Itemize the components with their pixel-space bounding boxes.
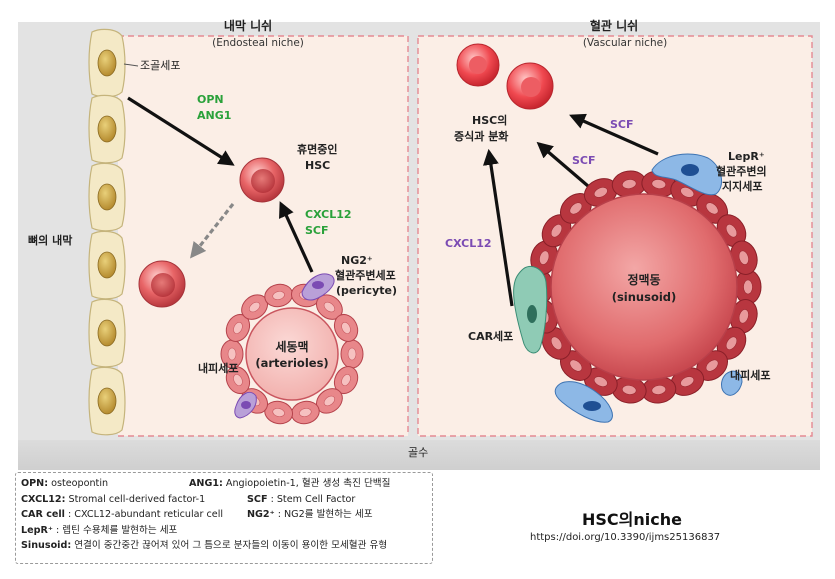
opn-label: OPN <box>197 93 224 106</box>
car-cell <box>513 266 548 354</box>
car-cell-label: CAR세포 <box>468 329 513 343</box>
legend-row-2: CXCL12: Stromal cell-derived factor-1 SCF… <box>21 492 427 508</box>
hsc-release-arrow <box>190 203 235 259</box>
scf-mid-label: SCF <box>572 154 596 167</box>
released-hsc-cell <box>138 260 186 308</box>
quiescent-hsc-label-2: HSC <box>305 159 330 172</box>
quiescent-hsc-cell <box>239 157 285 203</box>
lepr-label-3: 지지세포 <box>722 179 762 193</box>
legend-row-4: LepR⁺ : 렙틴 수용체를 발현하는 세포 <box>21 523 427 539</box>
cxcl12-left-label: CXCL12 <box>305 208 352 221</box>
legend-def-sinusoid: 연결이 중간중간 끊어져 있어 그 틈으로 분자들의 이동이 용이한 모세혈관 … <box>71 540 388 551</box>
endosteal-border <box>118 35 409 437</box>
osteoblast-label: 조골세포 <box>140 59 180 72</box>
abbreviation-legend: OPN: osteopontin ANG1: Angiopoietin-1, 혈관… <box>15 472 433 564</box>
proliferating-hsc-cells <box>456 43 554 110</box>
ng2-label-2: 혈관주변세포 <box>335 268 396 282</box>
osteoblast-cell <box>88 230 126 300</box>
legend-def-ng2: : NG2를 발현하는 세포 <box>274 509 373 520</box>
osteoblast-cell <box>88 298 126 368</box>
lepr-label-1: LepR⁺ <box>728 150 765 163</box>
heading-vascular-en: (Vascular niche) <box>583 37 667 49</box>
osteoblast-cell <box>88 366 126 436</box>
legend-row-5: Sinusoid: 연결이 중간중간 끊어져 있어 그 틈으로 분자들의 이동이… <box>21 538 427 554</box>
legend-term-ng2: NG2⁺ <box>247 509 275 520</box>
arteriole-wall-cell <box>333 313 359 342</box>
arteriole-endothelial-cell <box>234 391 257 419</box>
endothelial-right-label: 내피세포 <box>730 368 770 382</box>
osteoblast-leader <box>123 63 139 67</box>
arteriole-wall-cell <box>225 366 251 395</box>
endothelial-left-label: 내피세포 <box>198 361 238 375</box>
arteriole-wall-cell <box>225 313 251 342</box>
pericyte-to-hsc-arrow <box>279 201 314 273</box>
legend-term-lepr: LepR⁺ <box>21 524 53 536</box>
arteriole-label-1: 세동맥 <box>275 339 308 354</box>
bone-lining-cells <box>88 28 126 436</box>
marrow-label: 골수 <box>408 446 428 459</box>
legend-row-1: OPN: osteopontin ANG1: Angiopoietin-1, 혈관… <box>21 476 427 492</box>
heading-endosteal-en: (Endosteal niche) <box>212 37 304 49</box>
arteriole-label-2: (arterioles) <box>255 356 328 370</box>
arteriole-wall-cell <box>264 283 294 308</box>
hsc-diff-label-1: HSC의 <box>472 113 507 127</box>
doi-text: https://doi.org/10.3390/ijms25136837 <box>530 532 721 543</box>
bone-lining-label: 뼈의 내막 <box>28 233 72 247</box>
legend-def-ang1: Angiopoietin-1, 혈관 생성 촉진 단백질 <box>222 478 391 489</box>
legend-row-3: CAR cell : CXCL12-abundant reticular cel… <box>21 507 427 523</box>
sinusoid-wall-cell <box>611 170 647 198</box>
quiescent-hsc-label-1: 휴면중인 <box>297 142 337 156</box>
osteoblast-cell <box>88 28 126 98</box>
sinusoid-wall-cell <box>530 240 559 275</box>
scf-top-label: SCF <box>610 118 634 131</box>
lepr-stromal-cell <box>651 153 723 196</box>
heading-endosteal: 내막 니쉬 <box>224 18 272 33</box>
ng2-label-3: (pericyte) <box>336 284 397 297</box>
lepr-label-2: 혈관주변의 <box>716 164 767 178</box>
osteoblast-cell <box>88 94 126 164</box>
sinusoid-wall-cell <box>734 269 762 305</box>
legend-term-cxcl12: CXCL12: <box>21 493 66 505</box>
arteriole-wall-cell <box>290 400 320 425</box>
legend-term-car: CAR cell <box>21 509 65 520</box>
arteriole-wall-cell <box>315 388 343 414</box>
legend-def-scf: : Stem Cell Factor <box>267 493 356 505</box>
heading-vascular: 혈관 니쉬 <box>590 18 638 33</box>
ng2-label-1: NG2⁺ <box>341 254 373 267</box>
legend-def-lepr: : 렙틴 수용체를 발현하는 세포 <box>52 524 178 536</box>
ang1-label: ANG1 <box>197 109 231 122</box>
marrow-floor <box>18 440 820 470</box>
legend-term-ang1: ANG1: <box>189 478 223 489</box>
scf-left-label: SCF <box>305 224 329 237</box>
legend-term-sinusoid: Sinusoid: <box>21 540 72 551</box>
arteriole-wall-cell <box>333 366 359 395</box>
cxcl12-right-label: CXCL12 <box>445 237 492 250</box>
ng2-pericyte-cell <box>301 273 335 301</box>
sinusoid-to-hsc-arrow <box>536 141 590 188</box>
hsc-diff-label-2: 증식과 분화 <box>454 129 508 143</box>
sinusoid-label-2: (sinusoid) <box>612 290 677 304</box>
legend-def-opn: osteopontin <box>48 478 109 489</box>
legend-def-car: : CXCL12-abundant reticular cell <box>64 509 224 520</box>
figure-title: HSC의niche <box>582 510 682 529</box>
osteoblast-cell <box>88 162 126 232</box>
arteriole-wall-cell <box>340 339 364 369</box>
vascular-border <box>417 35 813 437</box>
legend-def-cxcl12: Stromal cell-derived factor-1 <box>65 493 206 505</box>
osteoblast-to-hsc-arrow <box>127 96 235 166</box>
sinusoid-wall-cell <box>641 376 677 404</box>
legend-term-opn: OPN: <box>21 478 49 489</box>
lepr-to-hsc-arrow <box>569 113 659 156</box>
legend-term-scf: SCF <box>247 493 268 505</box>
sinusoid-wall-cell <box>729 240 758 275</box>
car-to-hsc-arrow <box>482 148 514 307</box>
sinusoid-endothelial-cells <box>554 370 743 423</box>
sinusoid-label-1: 정맥동 <box>627 272 660 287</box>
arteriole-wall-cell <box>264 400 294 425</box>
